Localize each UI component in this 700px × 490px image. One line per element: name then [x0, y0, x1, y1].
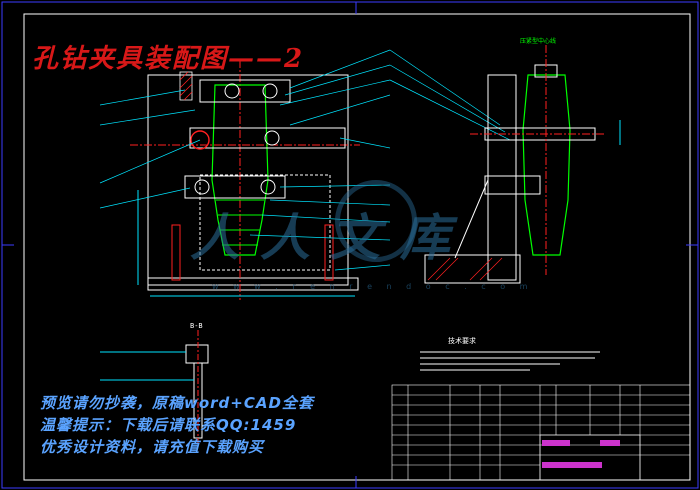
front-view [130, 60, 360, 300]
workpiece-shaft [211, 84, 269, 256]
title-block [391, 384, 691, 481]
bolt-head-1 [224, 83, 240, 99]
upper-clamp [199, 79, 291, 103]
watermark-ring [335, 180, 417, 262]
side-view [424, 45, 621, 284]
base-plate [147, 277, 359, 291]
side-rib [454, 179, 489, 259]
promo-line-1: 预览请勿抄袭，原稿word+CAD全套 [40, 394, 314, 412]
tech-req-title: 技术要求 [448, 337, 476, 345]
pressure-label: 压紧型中心线 [520, 38, 557, 45]
left-post [171, 224, 181, 281]
tech-requirements-text [420, 351, 600, 371]
watermark: 人人文库 [190, 208, 470, 267]
middle-arm [189, 127, 346, 149]
side-base [424, 254, 521, 284]
bolt-head-2 [262, 83, 278, 99]
pivot-pin [190, 130, 210, 150]
side-workpiece [522, 74, 571, 256]
side-clamp-bolt-2 [484, 175, 541, 195]
side-body [487, 74, 517, 281]
hatched-support-left [179, 71, 193, 101]
section-label: B-B [190, 322, 203, 330]
leader-lines-left [99, 89, 201, 209]
drawing-title: 孔钻夹具装配图——2 [32, 44, 305, 74]
section-bb-view [100, 330, 209, 445]
right-post [324, 224, 334, 281]
promo-line-3: 优秀设计资料，请充值下载购买 [40, 438, 265, 456]
watermark-url: w w w . r e n r e n d o c . c o m [212, 282, 534, 291]
side-base-hatch [427, 257, 503, 281]
promo-line-2: 温馨提示：下载后请联系QQ:1459 [40, 416, 297, 434]
bolt-head-3 [194, 179, 210, 195]
arm-pin [264, 130, 280, 146]
bolt-head-4 [260, 179, 276, 195]
drawing-frame [23, 13, 691, 481]
inner-cavity [199, 174, 331, 271]
fixture-body [147, 74, 349, 286]
